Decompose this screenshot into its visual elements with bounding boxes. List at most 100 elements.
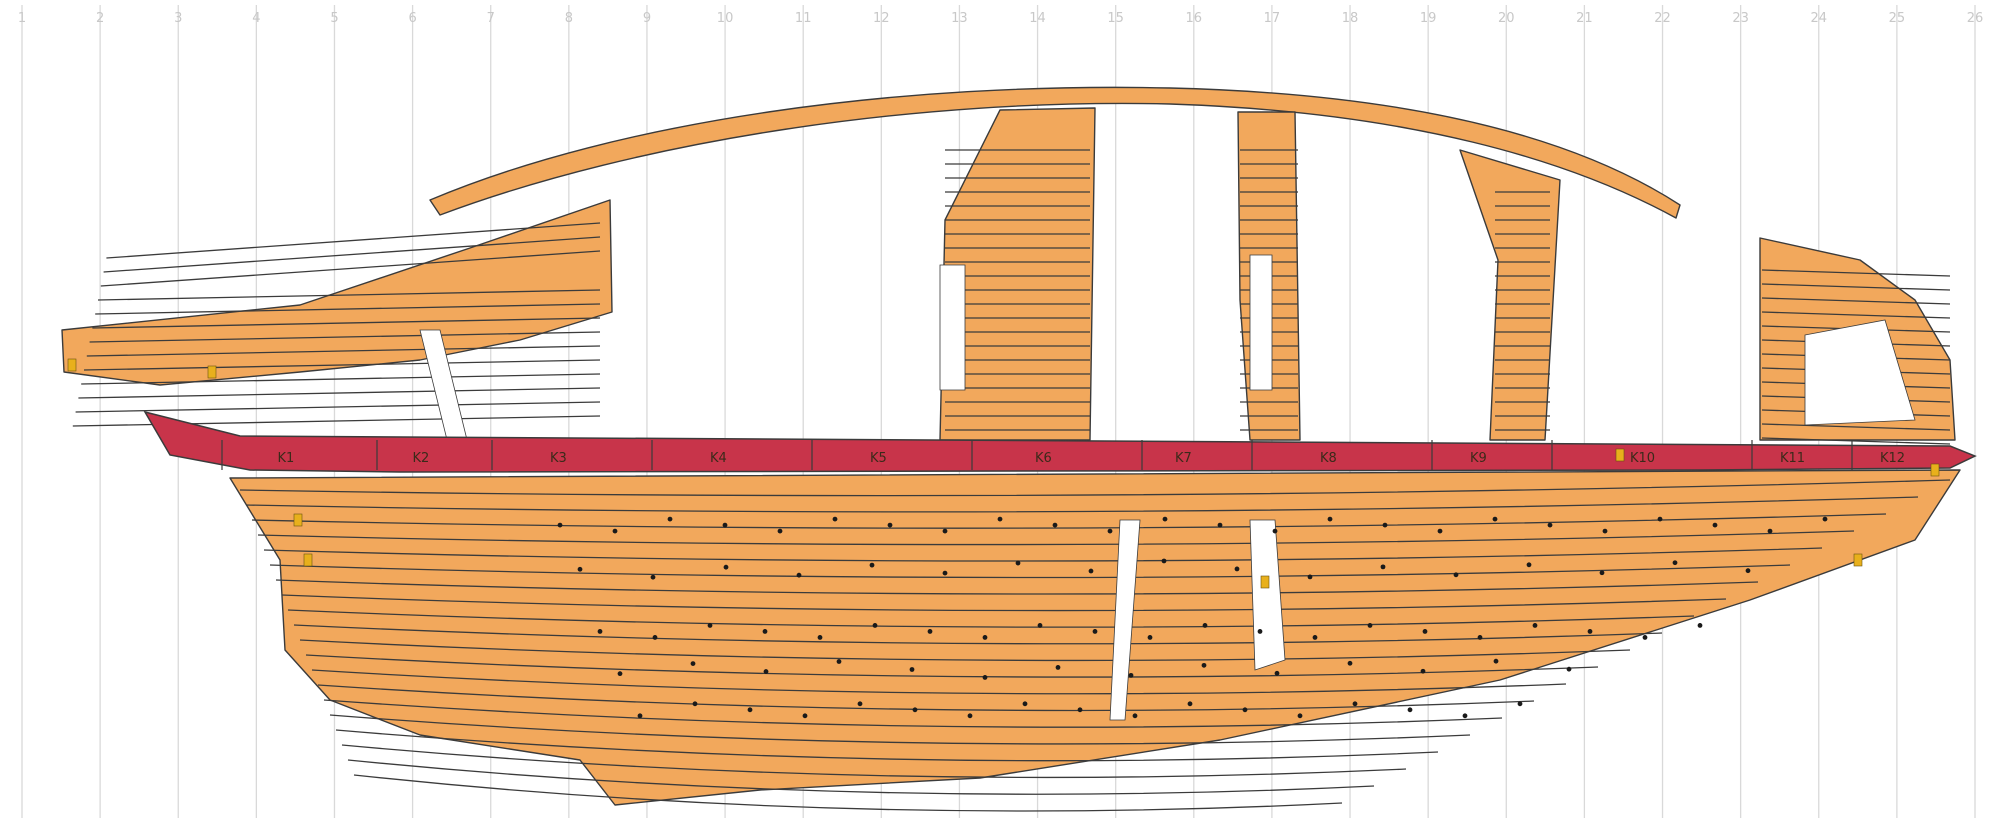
strake-seam [341, 744, 1407, 779]
fastening-hole [1526, 562, 1532, 568]
fastening-hole [1242, 707, 1248, 713]
frame-number: 4 [252, 11, 260, 26]
fastening-hole [836, 659, 842, 664]
fastening-hole [667, 516, 673, 522]
frame-number: 8 [565, 11, 573, 26]
strake-seam [281, 594, 1727, 612]
keel-label: K9 [1470, 451, 1487, 466]
strake-seam [353, 774, 1343, 812]
strake-seam [323, 699, 1503, 728]
frame-number: 6 [408, 11, 416, 26]
fastening-hole [817, 635, 823, 640]
frame-number: 2 [96, 11, 104, 26]
keel-label: K11 [1780, 451, 1805, 466]
treenail-peg [1260, 575, 1270, 589]
fastening-hole [1352, 701, 1358, 707]
fastening-hole [637, 713, 643, 719]
fastening-hole [1517, 701, 1523, 707]
fastening-hole [1422, 629, 1428, 634]
keel-label: K12 [1880, 451, 1905, 466]
fastening-hole [1602, 528, 1608, 534]
fastening-hole [1462, 713, 1468, 719]
frame-number: 3 [174, 11, 182, 26]
fastening-hole [1107, 528, 1113, 534]
fastening-hole [982, 635, 988, 640]
fastening-hole [1234, 566, 1240, 572]
fastening-hole [872, 623, 878, 628]
lower-planking [229, 469, 1961, 806]
fastening-hole [1697, 623, 1703, 628]
keel-label: K7 [1175, 451, 1192, 466]
treenail-peg [303, 553, 313, 567]
fastening-hole [1312, 635, 1318, 640]
fastening-hole [1642, 635, 1648, 640]
fastening-hole [1092, 629, 1098, 634]
fastening-hole [707, 623, 713, 628]
fastening-hole [1382, 522, 1388, 528]
treenail-peg [1853, 553, 1863, 567]
fastening-hole [1657, 516, 1663, 522]
fastening-hole [690, 661, 696, 666]
strake-seam [89, 331, 601, 343]
sheer-strake [429, 86, 1681, 219]
strake-seam [287, 609, 1695, 628]
fastening-hole [612, 528, 618, 534]
keel-timber [143, 410, 1977, 473]
fastening-hole [777, 528, 783, 534]
fastening-hole [1822, 516, 1828, 522]
fastening-hole [1015, 560, 1021, 566]
frame-number: 7 [487, 11, 495, 26]
fastening-hole [1453, 572, 1459, 578]
frame-number: 15 [1107, 11, 1124, 26]
frame-number: 14 [1029, 11, 1046, 26]
fastening-hole [1420, 668, 1426, 674]
fastening-hole [982, 675, 988, 680]
fastening-hole [1407, 707, 1413, 713]
fastening-hole [557, 522, 563, 528]
fastening-hole [1202, 623, 1208, 628]
fastening-hole [796, 572, 802, 578]
fastening-hole [1712, 522, 1718, 528]
frame-number: 17 [1264, 11, 1281, 26]
fastening-hole [1347, 660, 1353, 666]
lower-gap-1 [1109, 519, 1141, 721]
upper-hull [61, 86, 1956, 453]
fastening-hole [1077, 707, 1083, 713]
fastening-hole [1493, 658, 1499, 664]
keel-label: K3 [550, 451, 567, 466]
treenail-peg [1930, 463, 1940, 477]
fastening-hole [1187, 701, 1193, 707]
frame-number: 20 [1498, 11, 1515, 26]
treenail-peg [293, 513, 303, 527]
fastening-hole [617, 671, 623, 677]
fastening-hole [832, 516, 838, 522]
treenail-peg [207, 365, 217, 379]
fastening-hole [1380, 564, 1386, 570]
fastening-hole [722, 522, 728, 528]
treenail-peg [1615, 448, 1625, 462]
frame-number: 10 [717, 11, 734, 26]
fastening-hole [1367, 623, 1373, 628]
upper-gap-3 [1249, 254, 1273, 391]
fastening-hole [1161, 558, 1167, 564]
frame-number: 16 [1186, 11, 1203, 26]
fastening-hole [747, 707, 753, 713]
fastening-hole [763, 669, 769, 674]
fastening-hole [1767, 528, 1773, 534]
fastening-hole [942, 528, 948, 534]
upper-hull-seams [72, 149, 1951, 445]
strake-seam [83, 359, 601, 371]
keel-label: K4 [710, 451, 727, 466]
strake-seam [1761, 311, 1951, 319]
fastening-hole [692, 701, 698, 707]
strake-seam [1761, 269, 1951, 277]
fastening-hole [1587, 629, 1593, 634]
fastening-hole [1147, 635, 1153, 640]
fastening-hole [1022, 701, 1028, 707]
fastening-hole [1599, 570, 1605, 576]
frame-number: 13 [951, 11, 968, 26]
keel-label: K2 [413, 451, 430, 466]
fastening-hole [967, 713, 973, 719]
